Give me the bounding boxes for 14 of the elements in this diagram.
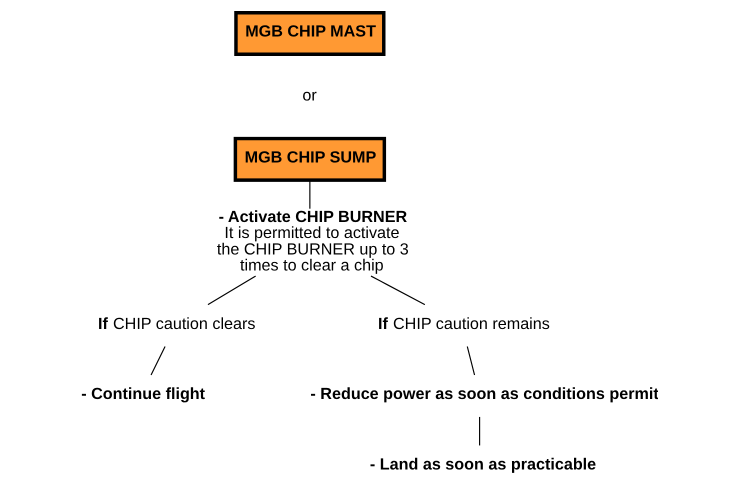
node-text: - Continue flight — [80, 385, 205, 404]
node-text: - Activate CHIP BURNER It is permitted to activate the CHIP BURNER up to 3 times to clear a chip — [216, 208, 408, 274]
node-text: If CHIP caution clears — [97, 314, 255, 333]
node-text: - Land as soon as practicable — [369, 456, 596, 474]
node-box: MGB CHIP MAST — [234, 10, 385, 56]
connector — [478, 416, 480, 446]
connector — [207, 276, 256, 306]
connector — [308, 180, 310, 209]
connector — [466, 346, 475, 376]
node-text: If CHIP caution remains — [377, 314, 550, 333]
connector — [150, 346, 166, 376]
label: or — [302, 86, 316, 105]
connector — [370, 276, 425, 306]
node-box: MGB CHIP SUMP — [233, 136, 386, 182]
